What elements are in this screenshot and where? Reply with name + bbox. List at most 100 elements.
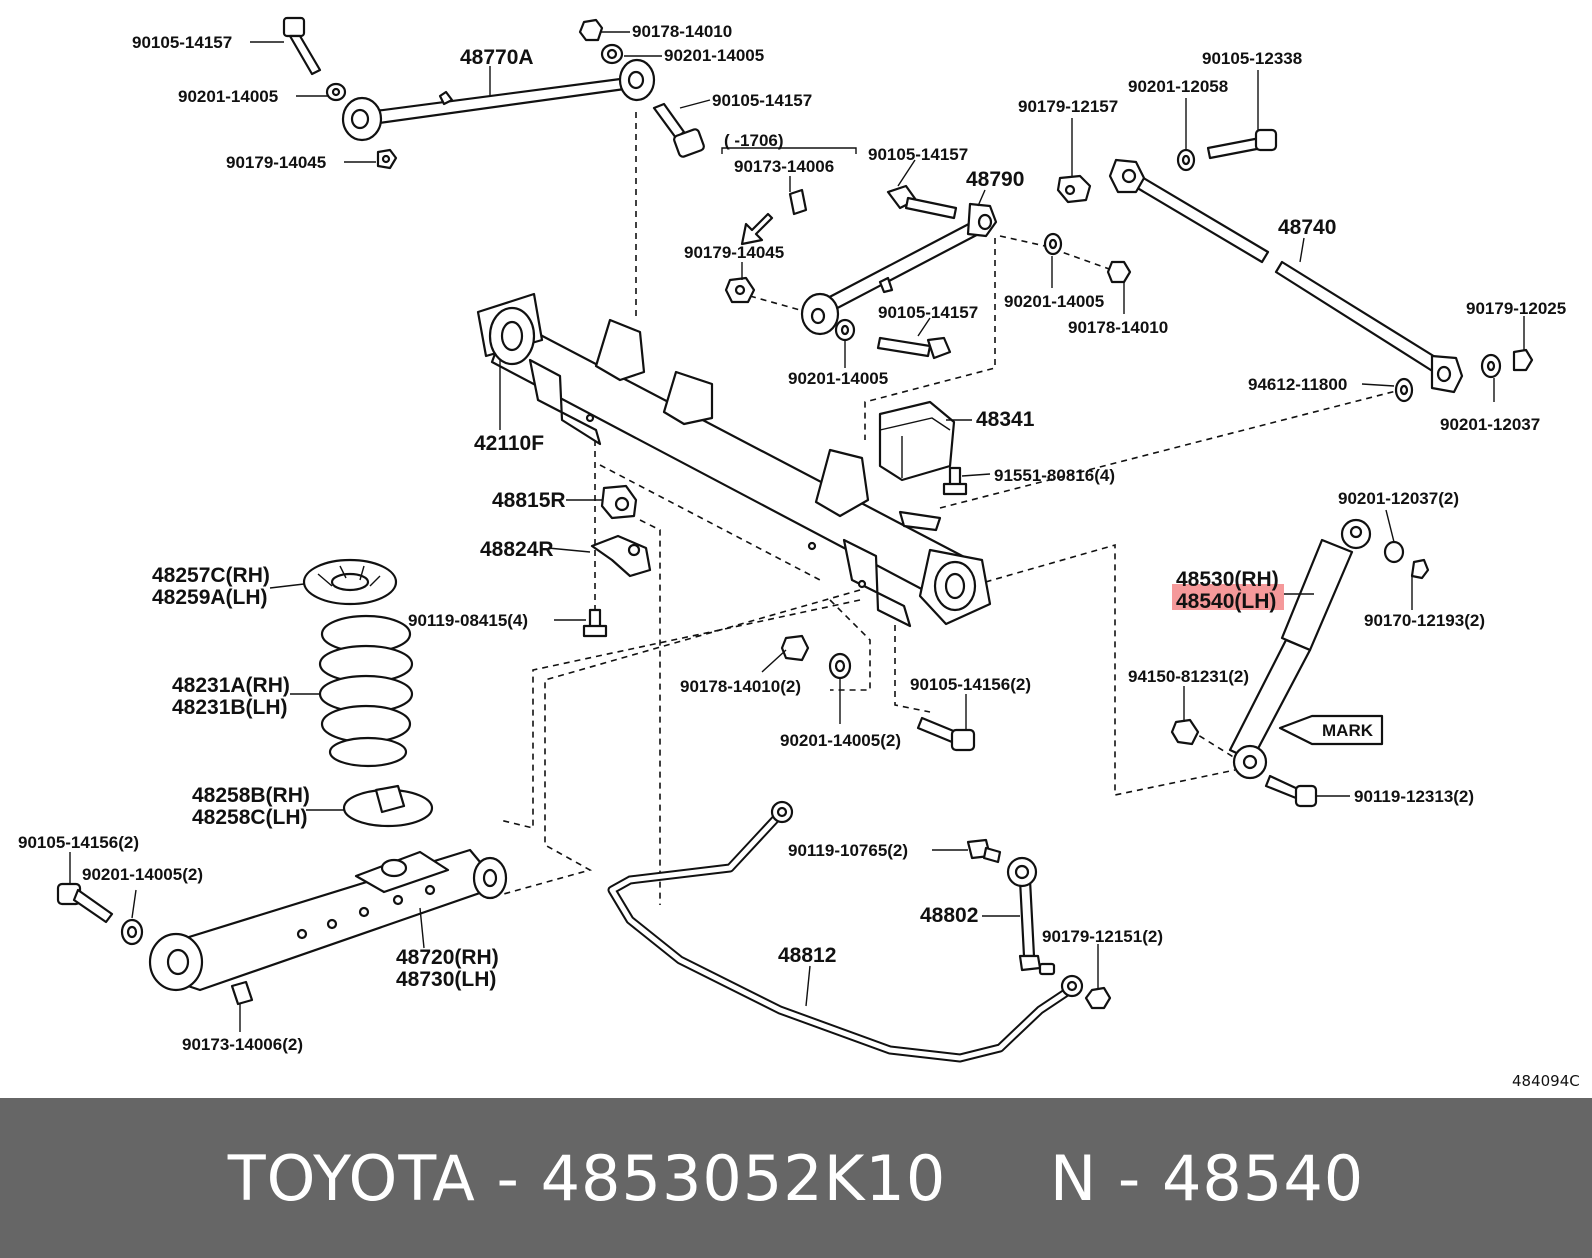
label-94612-11800[interactable]: 94612-11800	[1248, 375, 1347, 394]
label-48815r[interactable]: 48815R	[492, 489, 566, 512]
arrow-front-icon	[740, 212, 774, 246]
label-48540-lh[interactable]: 48540(LH)	[1176, 590, 1276, 613]
washer-90201-14005-left	[120, 918, 144, 946]
mark-tag	[1278, 714, 1384, 746]
label-90201-14005-e[interactable]: 90201-14005(2)	[82, 865, 203, 884]
stabilizer-bar-48812	[607, 800, 1084, 1063]
label-48530-rh[interactable]: 48530(RH)	[1176, 568, 1279, 591]
nut-90179-12151	[1084, 986, 1112, 1010]
label-90201-12037[interactable]: 90201-12037	[1440, 415, 1540, 434]
label-90173-14006[interactable]: 90173-14006	[734, 157, 834, 176]
bushing-48815r	[600, 484, 638, 520]
part-number-footer: TOYOTA - 4853052K10 N - 48540	[0, 1098, 1592, 1258]
bolt-90119-08415	[582, 608, 608, 638]
nut-washer-90178-90201	[578, 18, 624, 65]
bushing-94150-81231	[1170, 718, 1200, 746]
label-90173-14006-2[interactable]: 90173-14006(2)	[182, 1035, 303, 1054]
label-90179-12151[interactable]: 90179-12151(2)	[1042, 927, 1163, 946]
lateral-rod-48790	[800, 202, 998, 336]
upper-control-arm-48770a	[341, 58, 656, 142]
clip-90173-14006	[788, 188, 808, 216]
label-48790[interactable]: 48790	[966, 168, 1024, 191]
label-91551-80816[interactable]: 91551-80816(4)	[994, 466, 1115, 485]
label-94150-81231[interactable]: 94150-81231(2)	[1128, 667, 1249, 686]
upper-spring-seat-48257c	[302, 558, 398, 606]
nut-90178-14010-2	[780, 634, 810, 662]
label-90179-12025[interactable]: 90179-12025	[1466, 299, 1566, 318]
washers-top-left	[325, 82, 398, 170]
diagram-ref-code: 484094C	[1512, 1072, 1580, 1090]
label-90179-12157[interactable]: 90179-12157	[1018, 97, 1118, 116]
label-48730-lh[interactable]: 48730(LH)	[396, 968, 496, 991]
lower-arm-48720	[148, 848, 508, 992]
part-labels: 90105-14157 48770A 90178-14010 90201-140…	[18, 22, 1580, 1090]
bolt-91551-80816	[942, 466, 968, 496]
label-90119-10765[interactable]: 90119-10765(2)	[788, 841, 908, 860]
label-90119-12313[interactable]: 90119-12313(2)	[1354, 787, 1474, 806]
label-90105-14156-b[interactable]: 90105-14156(2)	[910, 675, 1031, 694]
label-90105-12338[interactable]: 90105-12338	[1202, 49, 1302, 68]
axle-beam-42110f	[476, 292, 992, 628]
nut-90179-14045-b	[724, 276, 756, 304]
label-90201-12058[interactable]: 90201-12058	[1128, 77, 1228, 96]
bolt-90119-12313	[1264, 774, 1318, 808]
label-90201-12037-2[interactable]: 90201-12037(2)	[1338, 489, 1459, 508]
bolt-90105-12338	[1206, 128, 1278, 160]
label-90105-14156-a[interactable]: 90105-14156(2)	[18, 833, 139, 852]
washer-90201-14005-2	[828, 652, 852, 680]
label-90178-14010-a[interactable]: 90178-14010	[632, 22, 732, 41]
label-48259a-lh[interactable]: 48259A(LH)	[152, 586, 268, 609]
label-48231a-rh[interactable]: 48231A(RH)	[172, 674, 290, 697]
label-48802[interactable]: 48802	[920, 904, 978, 927]
label-90170-12193[interactable]: 90170-12193(2)	[1364, 611, 1485, 630]
label-90105-14157-b[interactable]: 90105-14157	[712, 91, 812, 110]
shock-absorber-48530	[1228, 518, 1372, 780]
label-48341[interactable]: 48341	[976, 408, 1035, 431]
leader-lines	[69, 31, 1525, 1032]
washer-90201-14005-d	[834, 318, 856, 342]
label-90178-14010-b[interactable]: 90178-14010	[1068, 318, 1168, 337]
bolt-90105-14156-left	[56, 882, 114, 924]
bolt-90105-14157-d	[876, 336, 952, 360]
label-48824r[interactable]: 48824R	[480, 538, 554, 561]
bump-stopper-48341	[878, 400, 956, 482]
coil-spring-48231a	[318, 614, 414, 768]
assembly-dashed-lines	[499, 112, 1401, 905]
label-48720-rh[interactable]: 48720(RH)	[396, 946, 499, 969]
label-90105-14157-c[interactable]: 90105-14157	[868, 145, 968, 164]
label-90119-08415[interactable]: 90119-08415(4)	[408, 611, 528, 630]
label-48257c-rh[interactable]: 48257C(RH)	[152, 564, 270, 587]
label-90105-14157-d[interactable]: 90105-14157	[878, 303, 978, 322]
label-90105-14157-a[interactable]: 90105-14157	[132, 33, 232, 52]
rear-suspension-diagram: 90105-14157 48770A 90178-14010 90201-140…	[18, 16, 1580, 1090]
label-48740[interactable]: 48740	[1278, 216, 1336, 239]
label-48258c-lh[interactable]: 48258C(LH)	[192, 806, 308, 829]
bolt-90105-14157-b	[652, 102, 705, 158]
bolt-90119-10765	[966, 838, 1002, 864]
label-90179-14045-b[interactable]: 90179-14045	[684, 243, 784, 262]
label-mark: MARK	[1322, 721, 1374, 740]
label-90179-14045-a[interactable]: 90179-14045	[226, 153, 326, 172]
washer-90201-12058	[1176, 148, 1196, 172]
bracket-90179-12157	[1056, 174, 1092, 204]
highlight-48540-lh	[1172, 584, 1284, 610]
bolt-90105-14156-center	[916, 716, 976, 752]
label-48812[interactable]: 48812	[778, 944, 836, 967]
label-42110f[interactable]: 42110F	[474, 432, 544, 455]
label-90201-14005-f[interactable]: 90201-14005(2)	[780, 731, 901, 750]
label-48231b-lh[interactable]: 48231B(LH)	[172, 696, 288, 719]
label-90201-14005-c[interactable]: 90201-14005	[1004, 292, 1104, 311]
bolt-90105-14157-top	[282, 16, 322, 76]
label-48258b-rh[interactable]: 48258B(RH)	[192, 784, 310, 807]
label-1706: ( -1706)	[724, 131, 784, 150]
stabilizer-link-48802	[1006, 856, 1056, 976]
label-90201-14005-d[interactable]: 90201-14005	[788, 369, 888, 388]
washers-nut-right-end	[1394, 348, 1534, 403]
clip-90173-14006-lower	[230, 980, 254, 1006]
label-90201-14005-b[interactable]: 90201-14005	[178, 87, 278, 106]
label-90178-14010-2[interactable]: 90178-14010(2)	[680, 677, 801, 696]
label-48770a[interactable]: 48770A	[460, 46, 534, 69]
upper-arm-48740	[1108, 158, 1464, 394]
label-90201-14005-a[interactable]: 90201-14005	[664, 46, 764, 65]
